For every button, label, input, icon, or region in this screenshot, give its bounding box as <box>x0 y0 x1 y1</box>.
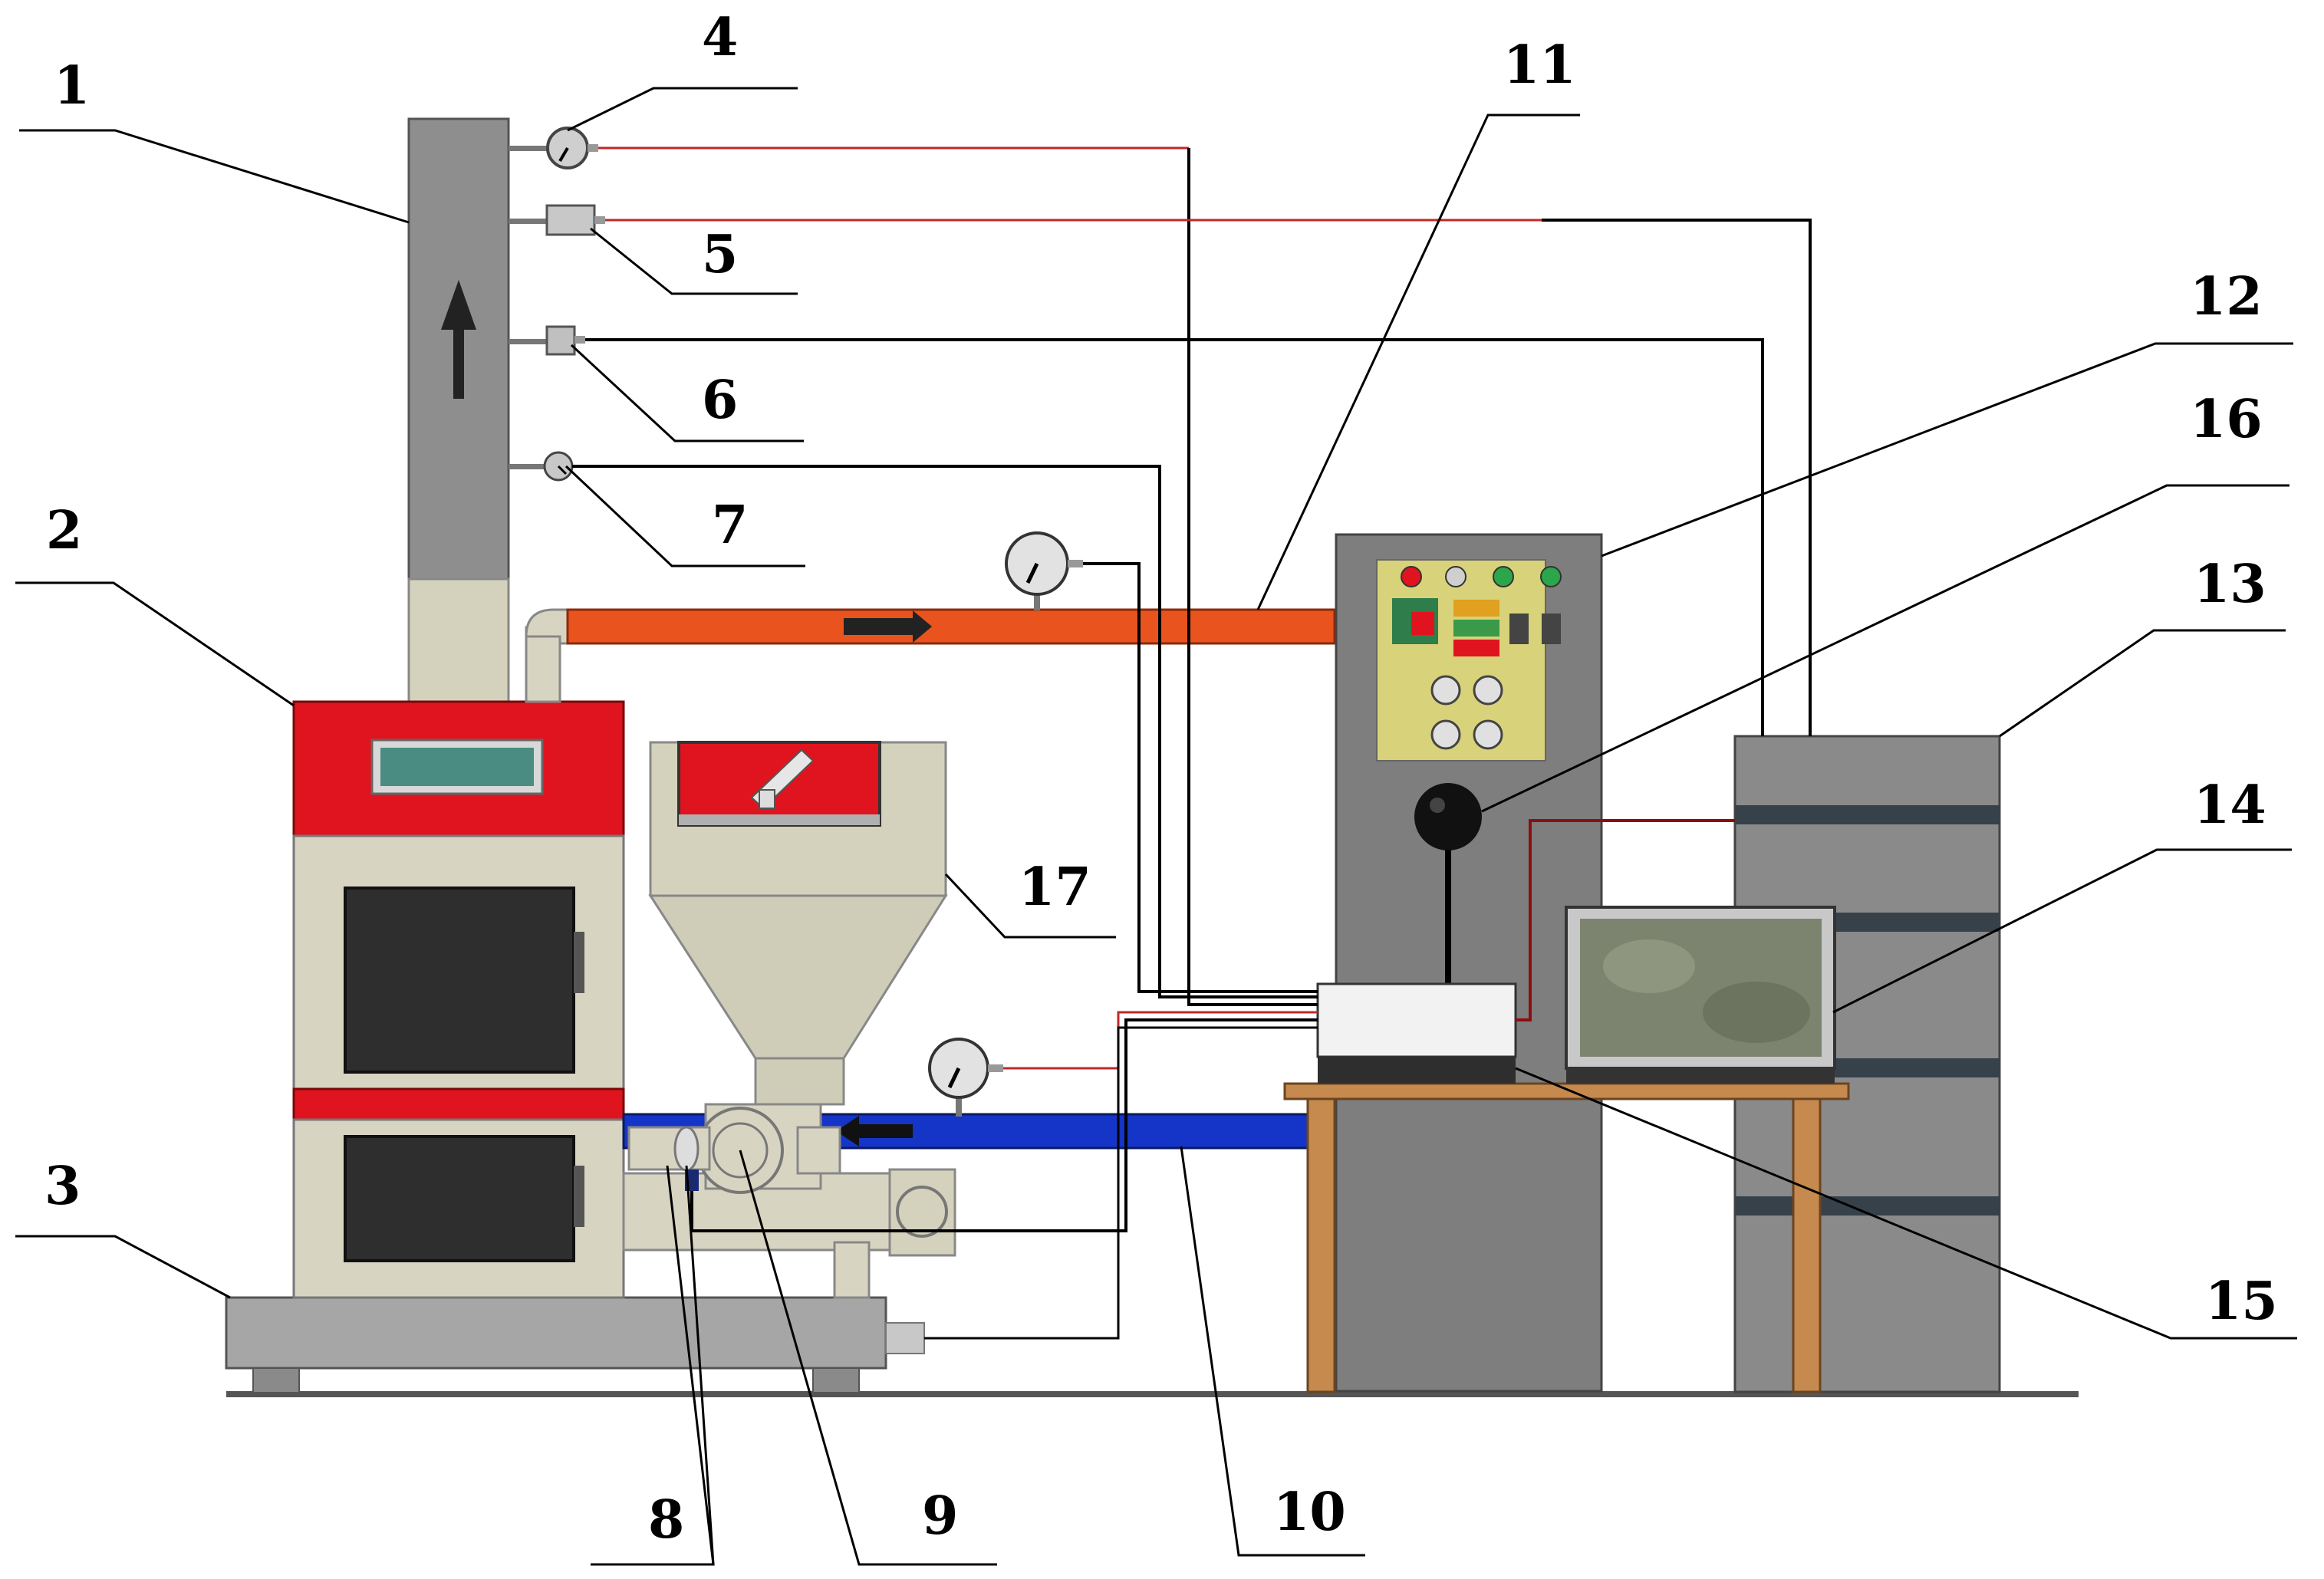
label-9: 9 <box>922 1485 958 1547</box>
label-14: 14 <box>2194 775 2266 836</box>
fuel-hopper <box>648 741 948 1106</box>
laptop <box>1565 906 1836 1084</box>
table <box>1283 1082 1850 1393</box>
burner-collar <box>696 1103 841 1194</box>
hot-pipe-gauge <box>1005 531 1083 610</box>
label-2: 2 <box>46 500 82 561</box>
globe-sensor <box>1414 783 1482 988</box>
sensor-5 <box>545 204 605 236</box>
base-platform <box>225 1296 925 1393</box>
sensor-4-gauge <box>546 127 598 169</box>
leader-lines <box>15 87 2297 1566</box>
label-17: 17 <box>1019 857 1091 918</box>
label-3: 3 <box>44 1156 81 1217</box>
inlet-tube <box>627 1126 711 1191</box>
label-16: 16 <box>2190 389 2263 450</box>
sensor-6 <box>545 325 585 356</box>
label-15: 15 <box>2205 1271 2278 1332</box>
hot-water-pipe <box>566 608 1336 645</box>
label-6: 6 <box>702 370 738 431</box>
data-logger <box>1316 982 1517 1084</box>
label-7: 7 <box>712 495 748 556</box>
signal-wiring <box>572 146 1812 1340</box>
label-5: 5 <box>702 224 738 285</box>
cold-pipe-gauge <box>928 1038 1003 1117</box>
sensor-7 <box>543 451 574 482</box>
flue-elbow <box>525 608 573 703</box>
number-labels: 1 2 3 4 5 6 7 8 9 10 11 12 13 14 15 16 1… <box>44 7 2278 1551</box>
floor-line <box>226 1391 2079 1397</box>
label-11: 11 <box>1503 35 1576 96</box>
label-13: 13 <box>2194 554 2266 615</box>
boiler <box>292 700 625 1299</box>
label-8: 8 <box>648 1489 684 1551</box>
control-panel <box>1335 533 1603 1393</box>
label-1: 1 <box>54 55 90 117</box>
chimney <box>407 117 547 703</box>
label-4: 4 <box>702 7 738 68</box>
label-10: 10 <box>1273 1482 1346 1543</box>
label-12: 12 <box>2190 266 2263 327</box>
